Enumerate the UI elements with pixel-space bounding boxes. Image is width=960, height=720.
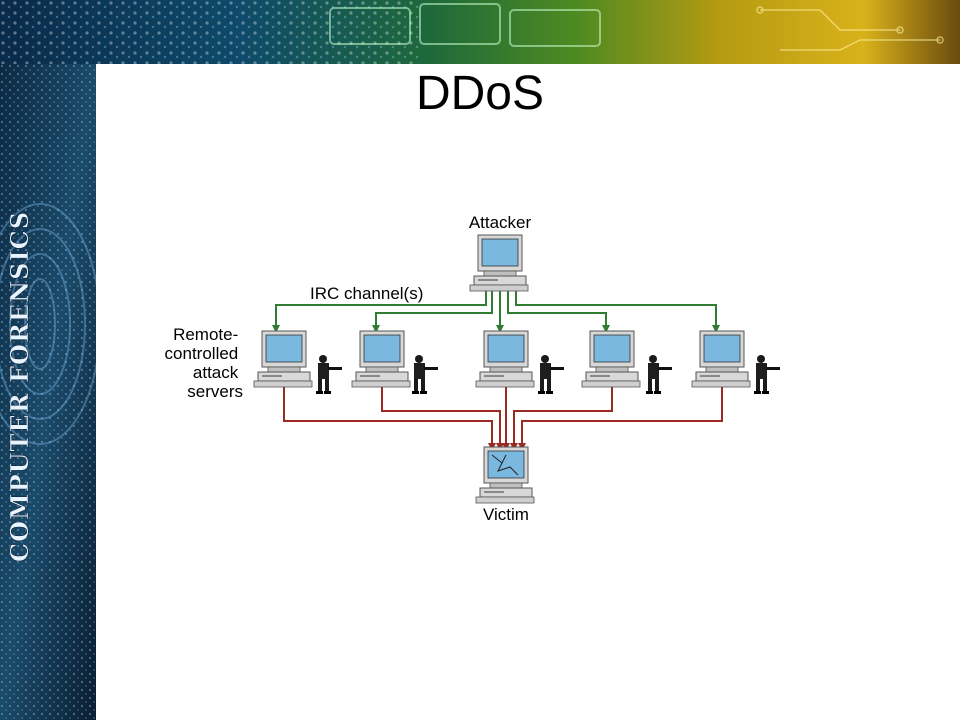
- side-title: COMPUTER FORENSICS: [0, 152, 40, 572]
- servers-label-line-2: controlled: [165, 344, 239, 363]
- attack-link-5: [518, 387, 723, 451]
- server-computer-icon: [475, 330, 535, 388]
- attacker-soldier-icon: [316, 355, 342, 394]
- server-computer-icon: [351, 330, 411, 388]
- servers-label-line-3: attack: [193, 363, 239, 382]
- header-banner: [0, 0, 960, 64]
- server-computer-icon: [253, 330, 313, 388]
- command-link-5: [515, 277, 720, 333]
- attack-links: [283, 387, 723, 451]
- attack-server-4: [581, 330, 672, 394]
- attack-server-3: [475, 330, 564, 394]
- attacker-computer-icon: [469, 234, 529, 292]
- attacker-soldier-icon: [754, 355, 780, 394]
- victim-computer-icon: [475, 446, 535, 504]
- server-computer-icon: [581, 330, 641, 388]
- attacker-soldier-icon: [646, 355, 672, 394]
- servers-label-line-1: Remote-: [173, 325, 238, 344]
- victim-node: Victim: [475, 446, 535, 524]
- attack-link-1: [283, 387, 496, 451]
- banner-graphic: [0, 0, 960, 64]
- side-title-text: COMPUTER FORENSICS: [5, 211, 34, 562]
- attack-server-5: [691, 330, 780, 394]
- side-graphic: [0, 64, 96, 720]
- command-link-4: [507, 277, 610, 333]
- attack-link-4: [510, 387, 613, 451]
- slide-title: DDoS: [415, 67, 545, 120]
- attacker-label: Attacker: [469, 213, 532, 232]
- attack-link-2: [381, 387, 504, 451]
- attack-server-1: [253, 330, 342, 394]
- attack-server-2: [351, 330, 438, 394]
- attacker-soldier-icon: [412, 355, 438, 394]
- servers-label: Remote- controlled attack servers: [165, 325, 243, 401]
- victim-label: Victim: [483, 505, 529, 524]
- diagram-canvas: Attacker IRC channel(s) Remote- controll…: [165, 213, 780, 524]
- irc-channel-label: IRC channel(s): [310, 284, 423, 303]
- cracked-screen-icon: [491, 454, 519, 476]
- command-link-2: [372, 277, 493, 333]
- side-banner: COMPUTER FORENSICS: [0, 64, 96, 720]
- ddos-diagram: Attacker IRC channel(s) Remote- controll…: [150, 205, 790, 535]
- attacker-node: Attacker: [469, 213, 532, 292]
- server-computer-icon: [691, 330, 751, 388]
- attacker-soldier-icon: [538, 355, 564, 394]
- servers-label-line-4: servers: [187, 382, 243, 401]
